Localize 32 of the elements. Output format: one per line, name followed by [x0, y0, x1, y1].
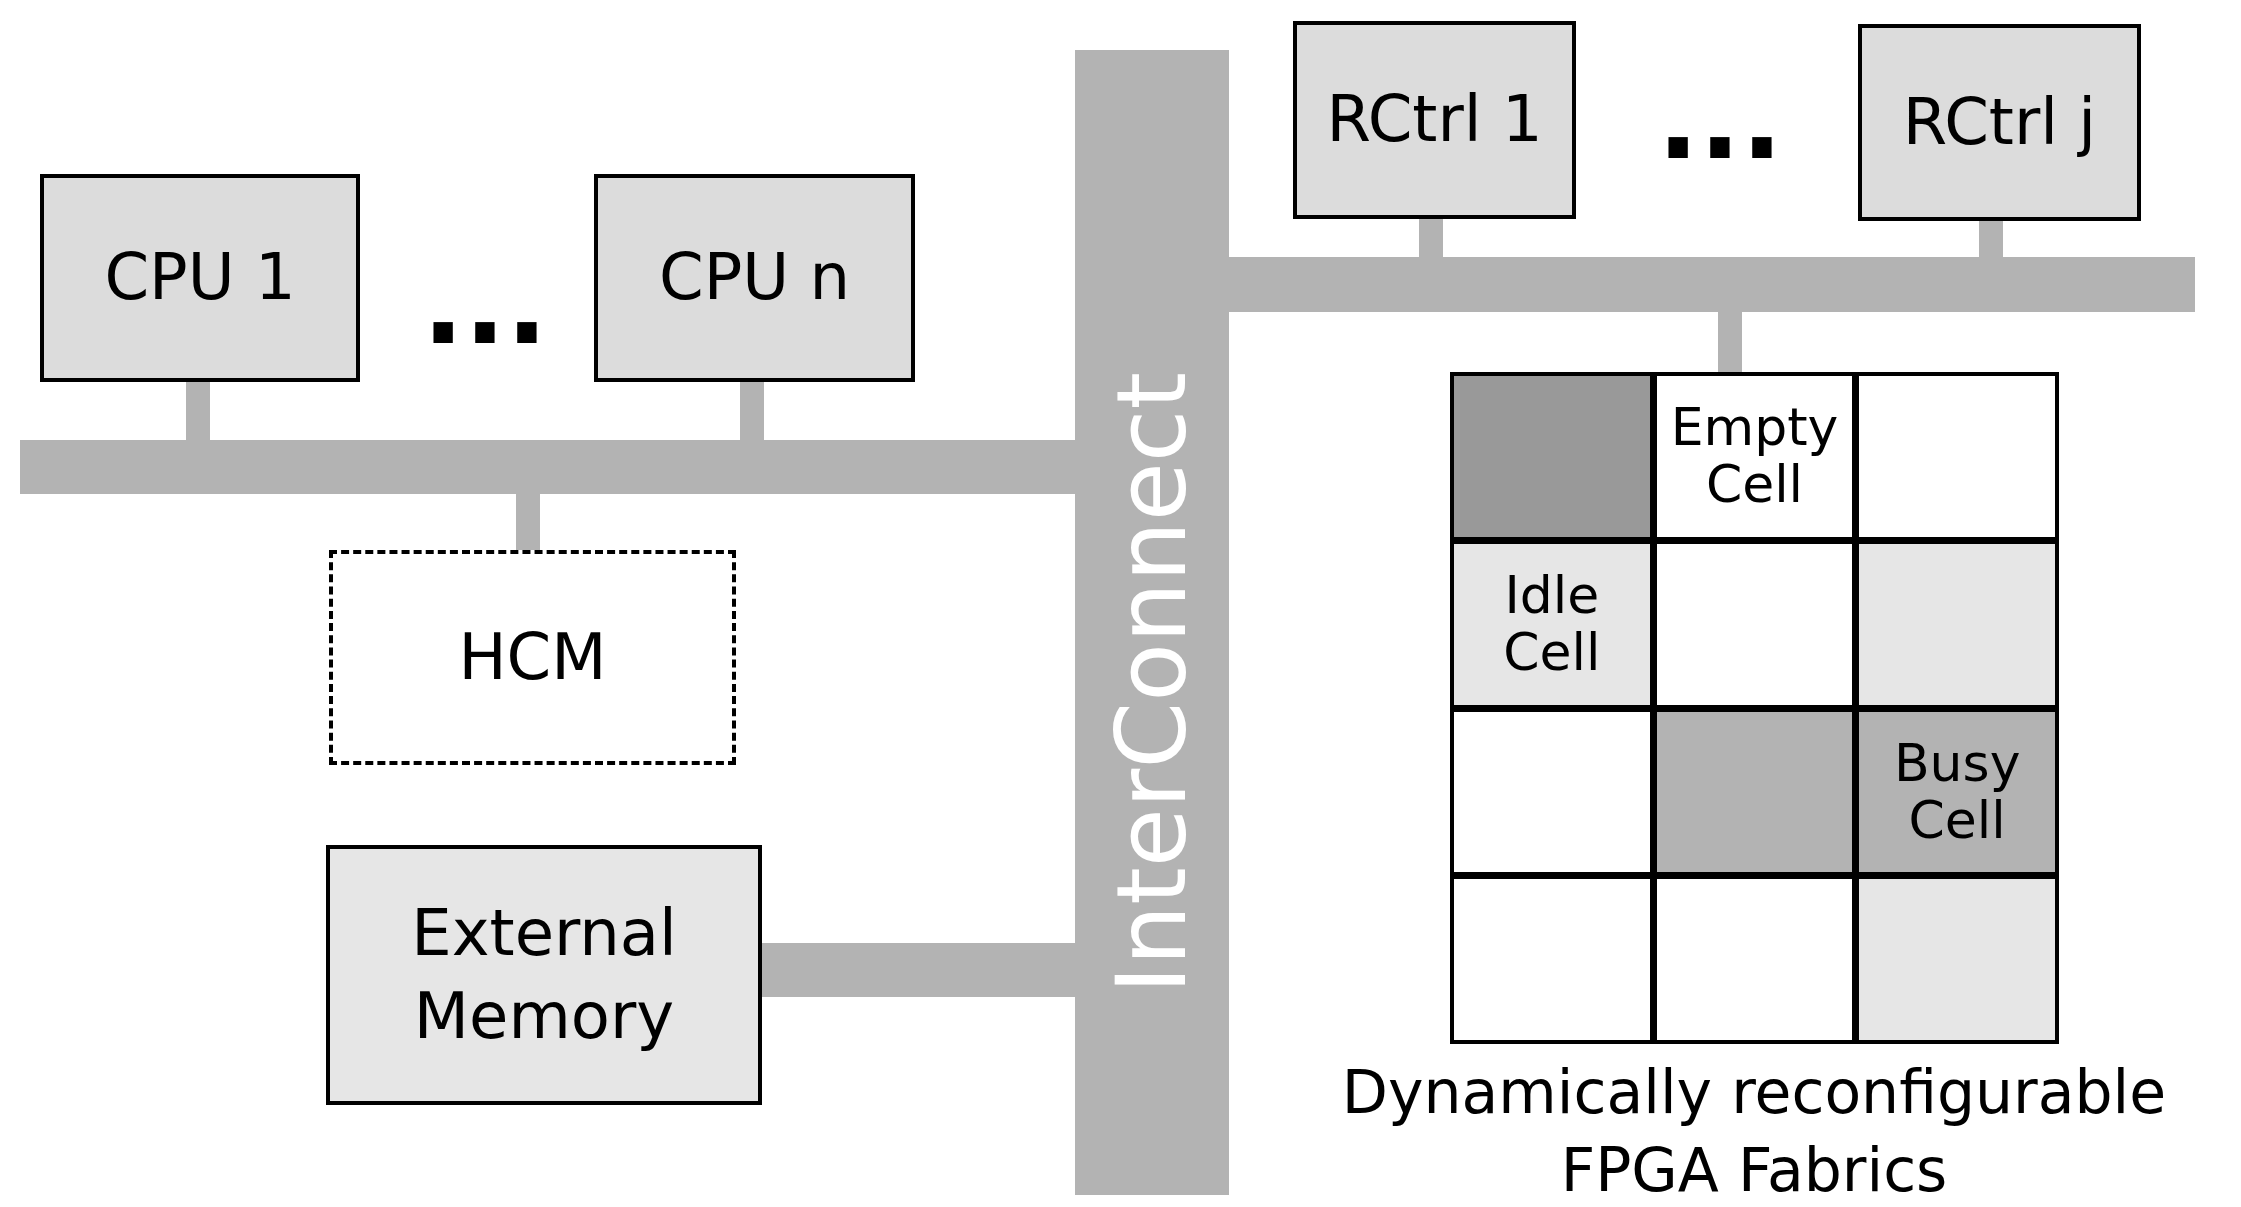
caption-text: Dynamically reconfigurable FPGA Fabrics	[1340, 1056, 2168, 1207]
controller-box: RCtrl j	[1858, 24, 2141, 221]
bus-bar	[20, 440, 1076, 494]
bus-connector	[762, 943, 1075, 997]
fabric-cell	[1855, 539, 2059, 709]
fabric-grid	[1450, 372, 2058, 1043]
labeled-cell: Empty Cell	[1652, 372, 1857, 541]
labeled-cell: Busy Cell	[1855, 707, 2059, 877]
bus-connector	[1419, 219, 1443, 257]
memory-box: External Memory	[326, 845, 762, 1105]
hcm-box: HCM	[329, 550, 736, 765]
bus-connector	[1718, 312, 1742, 372]
bus-connector	[1979, 221, 2003, 257]
bus-bar	[1228, 257, 2195, 312]
ellipsis: ...	[1656, 60, 1784, 180]
fabric-cell	[1855, 372, 2059, 541]
fabric-cell	[1652, 707, 1857, 877]
bus-connector	[740, 382, 764, 440]
bus-connector	[186, 382, 210, 440]
cpu-box: CPU n	[594, 174, 915, 382]
labeled-cell: Idle Cell	[1450, 539, 1654, 709]
bus-connector	[516, 494, 540, 550]
interconnect-bar: InterConnect	[1075, 50, 1229, 1195]
fabric-cell	[1652, 539, 1857, 709]
fabric-cell	[1450, 372, 1654, 541]
ellipsis: ...	[421, 245, 549, 365]
controller-box: RCtrl 1	[1293, 21, 1576, 219]
fabric-cell	[1450, 875, 1654, 1044]
fabric-cell	[1450, 707, 1654, 877]
fabric-cell	[1855, 875, 2059, 1044]
fabric-cell	[1652, 875, 1857, 1044]
cpu-box: CPU 1	[40, 174, 360, 382]
